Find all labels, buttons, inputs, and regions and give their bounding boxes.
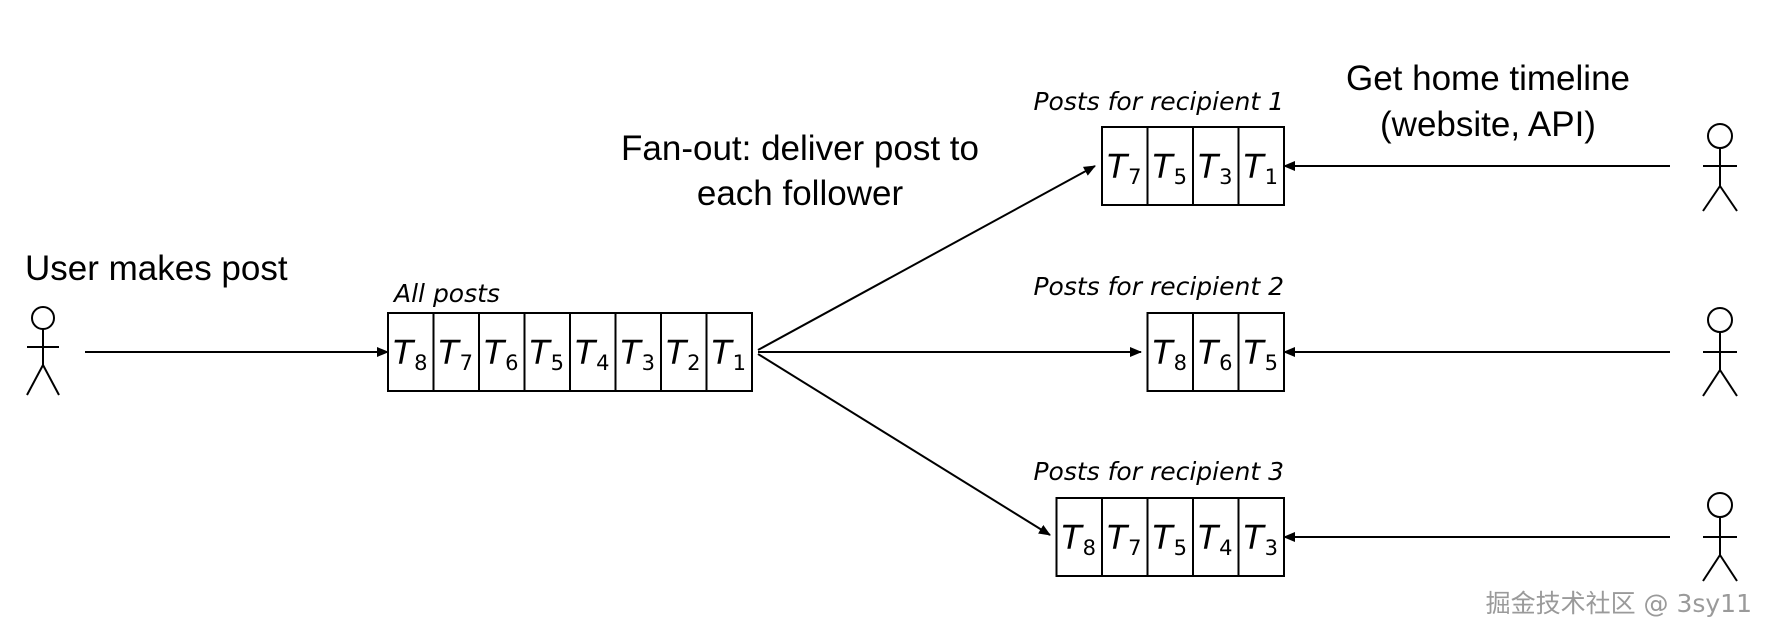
recipient-3-post-label: T8 [1062,518,1097,560]
recipient-3-post-label: T3 [1244,518,1279,560]
recipient-2-cell: T5 [1237,312,1285,392]
recipient-1-post-label: T7 [1107,147,1142,189]
all-posts-cell: T3 [614,312,662,392]
all-posts-cell: T5 [523,312,571,392]
all-posts-cell: T8 [387,312,435,392]
poster-stick-figure-icon [26,306,60,396]
all-posts-post-label: T5 [530,333,565,375]
recipient-3-post-label: T4 [1198,518,1233,560]
all-posts-post-label: T7 [439,333,474,375]
recipient-3-cell: T8 [1055,497,1103,577]
recipient-3-post-label: T7 [1107,518,1142,560]
reader-1-stick-figure-icon [1702,123,1738,212]
all-posts-cell: T1 [705,312,753,392]
watermark-text: 掘金技术社区 @ 3sy11 [1486,589,1752,618]
all-posts-post-label: T2 [666,333,701,375]
recipient-1-cell: T1 [1237,126,1285,206]
all-posts-cell: T4 [569,312,617,392]
recipient-3-post-label: T5 [1153,518,1188,560]
all-posts-post-label: T8 [393,333,428,375]
all-posts-cell: T6 [478,312,526,392]
all-posts-cell: T7 [432,312,480,392]
recipient-3-cell: T3 [1237,497,1285,577]
recipient-3-cell: T7 [1101,497,1149,577]
recipient-2-label: Posts for recipient 2 [1033,272,1284,301]
recipient-3-cell: T5 [1146,497,1194,577]
recipient-2-post-label: T5 [1244,333,1279,375]
fanout-label-line2: each follower [697,174,904,213]
recipient-1-cell: T5 [1146,126,1194,206]
recipient-1-cell: T7 [1101,126,1149,206]
recipient-3-cell: T4 [1192,497,1240,577]
reader-2-stick-figure-icon [1702,307,1738,397]
recipient-2-post-label: T8 [1153,333,1188,375]
get-home-timeline-line1: Get home timeline [1346,59,1630,98]
recipient-1-label: Posts for recipient 1 [1033,87,1284,116]
all-posts-post-label: T4 [575,333,610,375]
recipient-2-post-label: T6 [1198,333,1233,375]
recipient-1-post-label: T3 [1198,147,1233,189]
fanout-label-line1: Fan-out: deliver post to [621,129,979,168]
all-posts-post-label: T6 [484,333,519,375]
recipient-3-label: Posts for recipient 3 [1033,457,1284,486]
fanout-arrow-recipient-3 [757,353,1051,536]
all-posts-label: All posts [392,279,500,308]
recipient-2-cell: T8 [1146,312,1194,392]
reader-3-stick-figure-icon [1702,492,1738,582]
get-home-timeline-line2: (website, API) [1380,105,1596,144]
all-posts-post-label: T3 [621,333,656,375]
recipient-1-post-label: T5 [1153,147,1188,189]
recipient-1-post-label: T1 [1244,147,1279,189]
recipient-1-cell: T3 [1192,126,1240,206]
all-posts-post-label: T1 [712,333,747,375]
fanout-arrow-recipient-1 [757,165,1096,351]
all-posts-cell: T2 [660,312,708,392]
user-makes-post-label: User makes post [25,249,288,288]
recipient-2-cell: T6 [1192,312,1240,392]
